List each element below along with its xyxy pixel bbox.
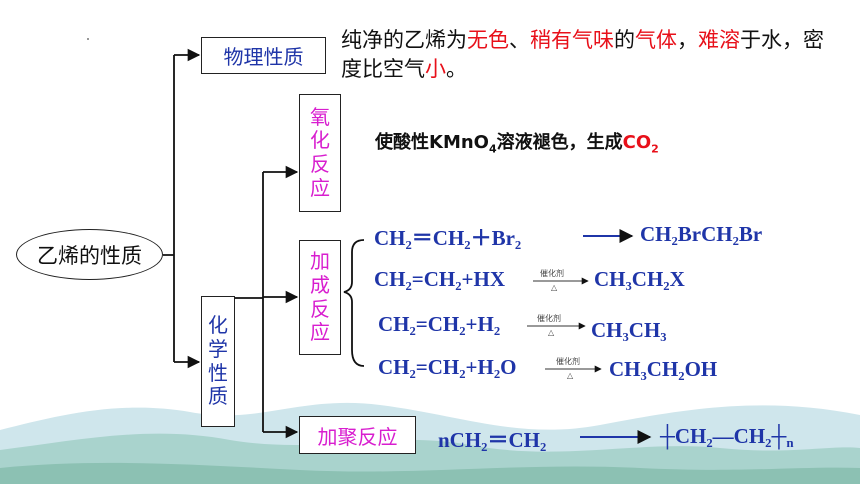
polymer-bracket-open: ┼ [660,424,675,448]
polymerization-right: ┼CH₂—CH₂┼n [660,424,794,451]
oxidation-middle: 溶液褪色，生成 [496,132,623,153]
equation-hydrogen-right: CH₃CH₃ [591,318,667,342]
oxidation-description: 使酸性KMnO4溶液褪色，生成CO2 [375,128,659,156]
equation-hydrogen-left: CH₂=CH₂+H₂ [378,312,501,336]
oxidation-char: 化 [310,128,330,153]
root-label: 乙烯的性质 [37,243,142,268]
oxidation-char: 反 [310,152,330,176]
physical-desc-part: ， [677,28,698,52]
equation-water-catalyst: 催化剂 [556,357,580,366]
addition-box: 加 成 反 应 [299,240,341,355]
addition-char: 应 [310,320,330,345]
physical-description: 纯净的乙烯为无色、稍有气味的气体，难溶于水，密度比空气小。 [341,26,841,84]
physical-desc-part: 纯净的乙烯为 [341,28,467,52]
equation-hx-heat: △ [551,283,558,292]
equation-water-right: CH₃CH₂OH [609,357,718,381]
physical-desc-part: 的 [614,28,635,52]
addition-char: 加 [310,249,330,274]
equation-bromine-left: CH₂＝CH₂＋Br₂ [374,226,522,250]
physical-box: 物理性质 [201,37,326,74]
equation-hx-right: CH₃CH₂X [594,267,685,291]
physical-label: 物理性质 [223,45,304,69]
equation-hydrogen-heat: △ [548,328,555,337]
chemical-char: 化 [208,313,228,338]
physical-desc-part: 无色 [467,28,509,52]
physical-desc-part: 、 [509,28,530,52]
equation-water-heat: △ [567,371,574,380]
equation-bromine-right: CH₂BrCH₂Br [640,222,763,246]
chemical-char: 性 [208,360,228,385]
physical-desc-part: 稍有气味 [530,28,614,52]
polymer-n: n [786,435,794,450]
stray-dot [87,38,89,40]
oxidation-char: 应 [310,175,330,200]
polymer-bracket-close: ┼ [771,424,787,448]
chemical-char: 质 [208,384,228,409]
polymerization-label: 加聚反应 [317,424,398,449]
oxidation-char: 氧 [310,104,330,129]
kmno4-prefix: 使酸性KMnO [375,132,489,153]
physical-desc-part: 气体 [635,28,677,52]
physical-desc-part: 小 [425,56,446,81]
physical-desc-part: 难溶 [698,28,740,52]
equation-hx-catalyst: 催化剂 [540,269,564,278]
addition-char: 成 [310,272,330,297]
polymer-body: CH₂—CH₂ [674,424,772,448]
equation-hydrogen-catalyst: 催化剂 [537,314,561,323]
physical-desc-part: 。 [446,56,467,81]
root-oval: 乙烯的性质 [16,229,163,280]
equation-water-left: CH₂=CH₂+H₂O [378,355,517,379]
chemical-box: 化 学 性 质 [201,296,235,427]
oxidation-box: 氧 化 反 应 [299,94,341,212]
chemical-char: 学 [208,336,228,361]
polymerization-box: 加聚反应 [299,416,416,454]
equation-hx-left: CH₂=CH₂+HX [374,267,506,291]
polymerization-left: nCH₂＝CH₂ [438,428,547,452]
co2-product: CO2 [622,132,659,156]
kmno4-subscript: 4 [488,142,497,156]
physical-desc-part: 于水，密度比空气 [341,28,824,81]
addition-char: 反 [310,296,330,321]
